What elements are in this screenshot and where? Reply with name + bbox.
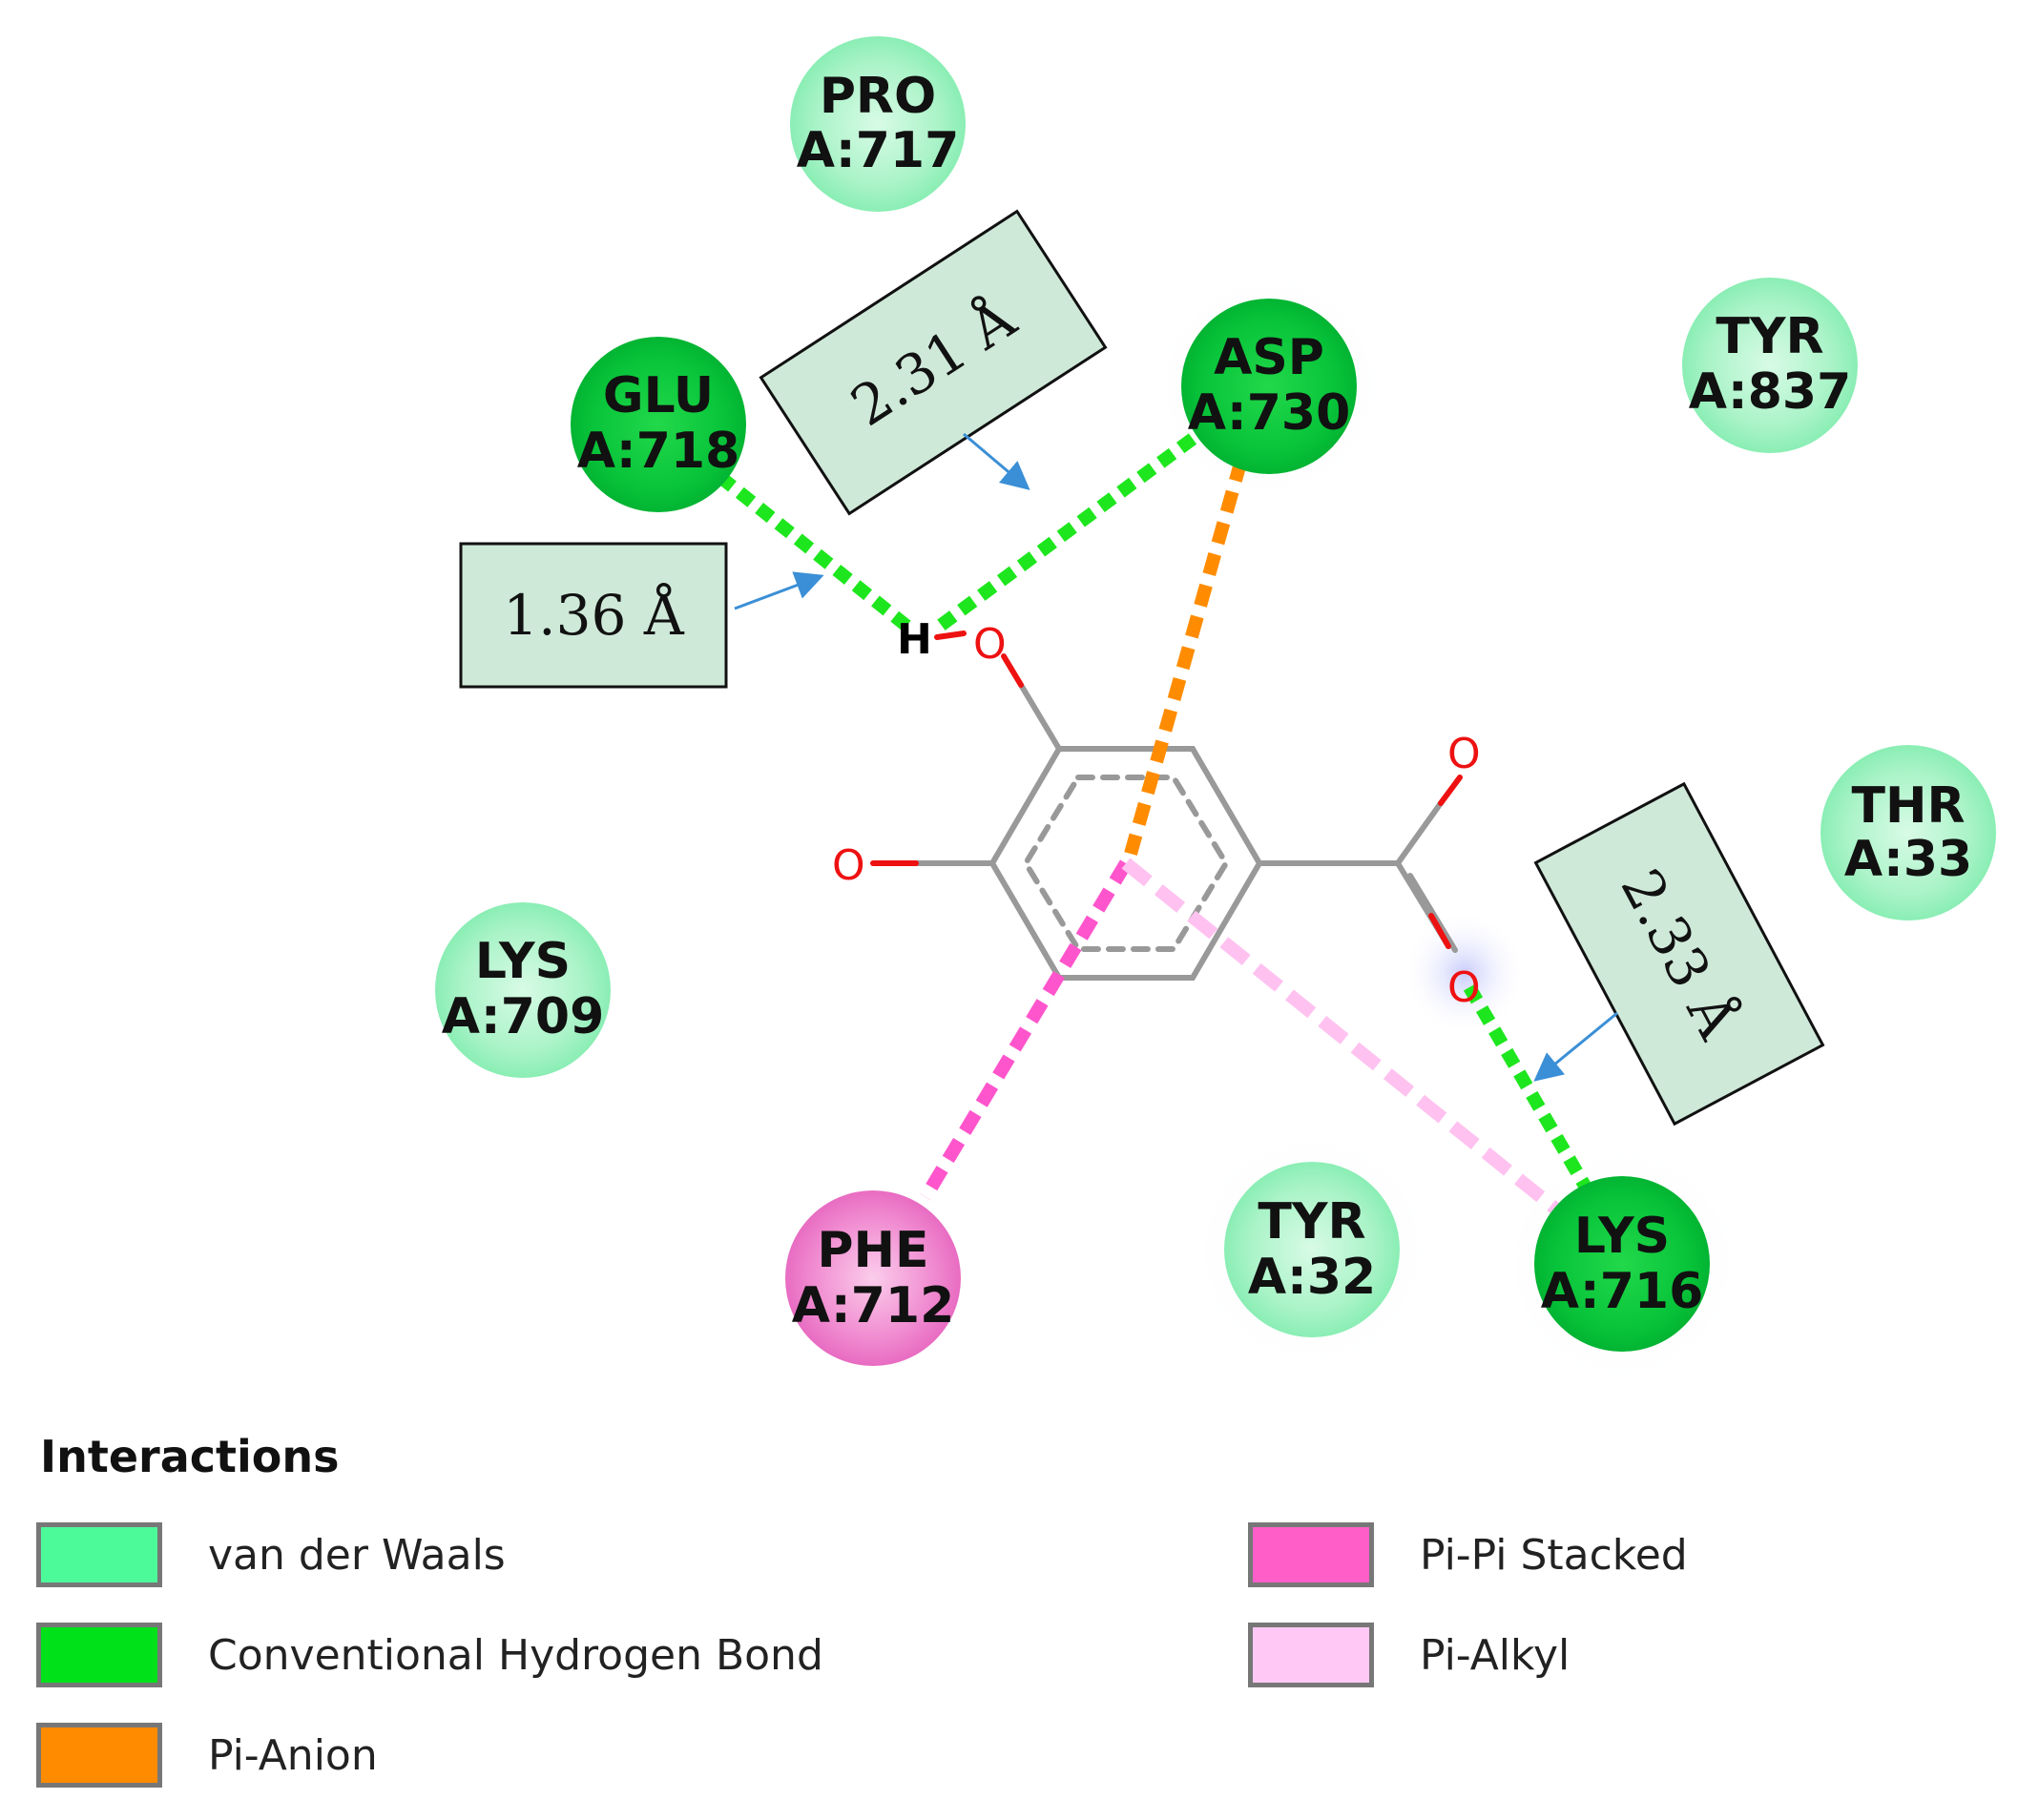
bond-c-o-bottom-b	[1407, 873, 1458, 953]
legend-item-conventional-hydrogen-bond: Conventional Hydrogen Bond	[36, 1617, 823, 1693]
legend-label-pi-anion: Pi-Anion	[208, 1730, 378, 1780]
distance-box-2-31: 2.31 Å	[759, 209, 1108, 516]
svg-text:TYR: TYR	[1258, 1193, 1365, 1251]
legend-title: Interactions	[40, 1431, 340, 1482]
aromatic-inner-ring	[1022, 775, 1230, 952]
legend-swatch-van-der-waals	[36, 1522, 162, 1587]
legend-label-conventional-hydrogen-bond: Conventional Hydrogen Bond	[208, 1630, 823, 1680]
arrow-2-33	[1533, 1011, 1618, 1082]
svg-text:A:718: A:718	[577, 423, 740, 480]
svg-text:A:730: A:730	[1188, 384, 1351, 442]
svg-text:A:717: A:717	[797, 122, 960, 179]
distance-box-1-36: 1.36 Å	[459, 542, 728, 689]
svg-text:LYS: LYS	[1574, 1208, 1670, 1265]
pi-anion-asp730	[1124, 427, 1257, 856]
hbond-glu718	[716, 471, 916, 635]
legend: Interactions van der Waals Conventional …	[36, 1431, 1983, 1812]
legend-swatch-conventional-hydrogen-bond	[36, 1623, 162, 1687]
legend-item-pi-pi-stacked: Pi-Pi Stacked	[1248, 1517, 1688, 1593]
pi-alkyl-lys716	[1121, 858, 1570, 1222]
bond-o-top-red	[1438, 775, 1463, 806]
hbond-lys716	[1463, 983, 1595, 1196]
legend-item-pi-alkyl: Pi-Alkyl	[1248, 1617, 1570, 1693]
interaction-lines	[716, 427, 1595, 1222]
svg-text:A:32: A:32	[1248, 1249, 1376, 1306]
bond-o-bottom-red	[1428, 913, 1451, 949]
arrow-1-36	[734, 571, 824, 610]
residue-thr33: THR A:33	[1820, 745, 1996, 920]
ligand-molecule	[913, 682, 1458, 981]
svg-text:GLU: GLU	[603, 367, 714, 424]
residue-asp730: ASP A:730	[1181, 299, 1357, 474]
bond-c-o-top	[1395, 800, 1444, 866]
svg-text:THR: THR	[1851, 777, 1965, 835]
residue-lys709: LYS A:709	[435, 902, 611, 1078]
legend-label-pi-pi-stacked: Pi-Pi Stacked	[1420, 1530, 1688, 1580]
svg-text:A:709: A:709	[442, 988, 605, 1045]
atom-oxygen-top: O	[1447, 730, 1481, 778]
svg-text:LYS: LYS	[475, 933, 571, 990]
arrow-2-31	[963, 432, 1030, 490]
legend-label-van-der-waals: van der Waals	[208, 1530, 506, 1580]
svg-text:ASP: ASP	[1214, 329, 1324, 386]
residue-glu718: GLU A:718	[571, 337, 746, 512]
residue-lys716: LYS A:716	[1534, 1176, 1710, 1352]
bond-ring-oh	[1018, 682, 1062, 752]
legend-label-pi-alkyl: Pi-Alkyl	[1420, 1630, 1571, 1680]
bond-oh-red	[1001, 653, 1024, 688]
legend-swatch-pi-alkyl	[1248, 1623, 1374, 1687]
residue-tyr32: TYR A:32	[1224, 1162, 1400, 1337]
halo-oxygen	[1403, 911, 1527, 1035]
svg-text:PHE: PHE	[817, 1222, 928, 1279]
hbond-asp730	[930, 433, 1197, 635]
legend-swatch-pi-anion	[36, 1723, 162, 1788]
residue-pro717: PRO A:717	[790, 36, 966, 212]
interaction-diagram: H O O O O PRO A:717 GLU A:718 ASP A:730 …	[435, 36, 1996, 1393]
svg-text:TYR: TYR	[1716, 308, 1823, 365]
svg-text:A:33: A:33	[1844, 831, 1972, 888]
bond-ho-red	[934, 631, 967, 640]
oxygen-bond-segments	[870, 631, 1463, 949]
svg-text:A:712: A:712	[792, 1277, 955, 1334]
svg-text:A:837: A:837	[1689, 363, 1852, 421]
svg-text:1.36 Å: 1.36 Å	[503, 583, 685, 648]
atom-hydrogen: H	[897, 615, 932, 664]
pi-stacked-phe712	[919, 859, 1133, 1201]
atom-oxygen-left: O	[832, 841, 865, 890]
legend-item-van-der-waals: van der Waals	[36, 1517, 506, 1593]
legend-item-pi-anion: Pi-Anion	[36, 1717, 378, 1793]
distance-box-2-33: 2.33 Å	[1533, 781, 1825, 1127]
svg-text:PRO: PRO	[820, 68, 936, 125]
svg-text:A:716: A:716	[1541, 1263, 1704, 1320]
atom-oxygen-bottom: O	[1447, 963, 1481, 1012]
residue-phe712: PHE A:712	[785, 1190, 961, 1366]
residue-tyr837: TYR A:837	[1682, 278, 1858, 453]
legend-swatch-pi-pi-stacked	[1248, 1522, 1374, 1587]
atom-oxygen-hydroxyl: O	[973, 620, 1007, 669]
